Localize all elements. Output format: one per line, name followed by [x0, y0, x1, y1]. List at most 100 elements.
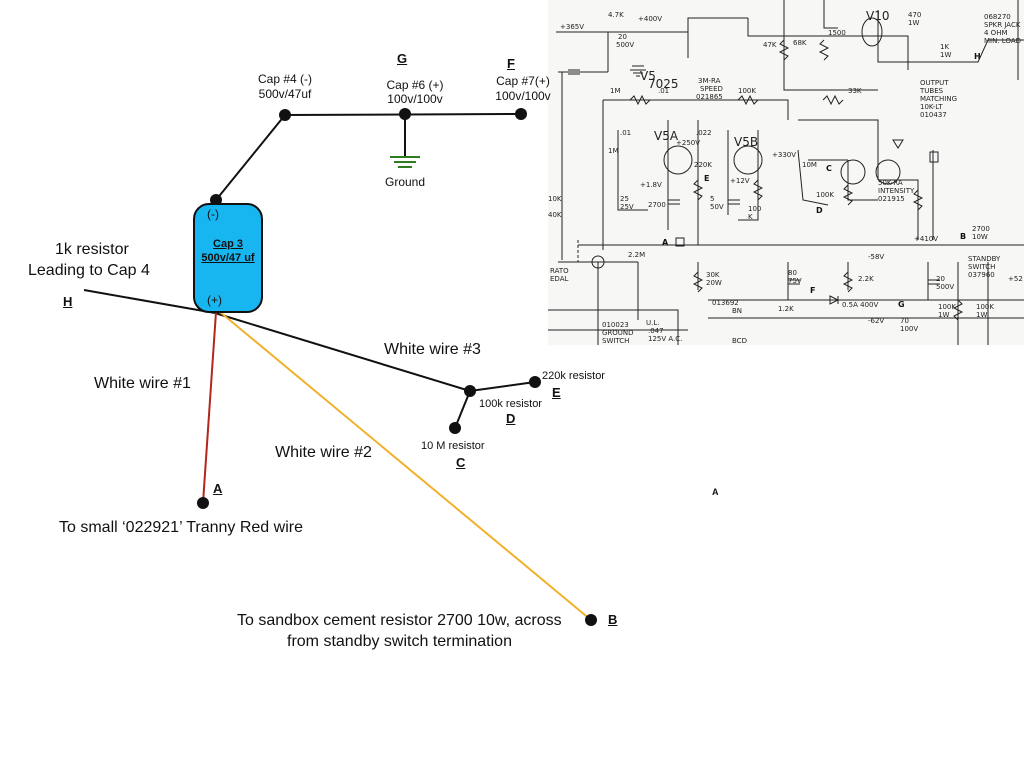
- schematic-label: V5A: [654, 129, 679, 143]
- node-cap6: [399, 108, 411, 120]
- schematic-label: +330V: [772, 151, 797, 159]
- schematic-label: 2700: [972, 225, 990, 233]
- schematic-label: 1W: [908, 19, 920, 27]
- schematic-label: 10M: [802, 161, 817, 169]
- schematic-label: 50K-RA: [878, 179, 903, 187]
- schematic-label: 1W: [940, 51, 952, 59]
- resistor-note-line2: Leading to Cap 4: [28, 262, 150, 279]
- schematic-label: V5B: [734, 135, 759, 149]
- schematic-label: STANDBY: [968, 255, 1001, 263]
- schematic-mark-d: D: [816, 206, 823, 215]
- schematic-label: 100K: [738, 87, 756, 95]
- schematic-label: 1W: [938, 311, 950, 319]
- schematic-label: 70: [900, 317, 909, 325]
- schematic-label: .01: [658, 87, 670, 95]
- schematic-label: 500V: [616, 41, 635, 49]
- white-wire-3: [214, 312, 471, 392]
- schematic-label: +1.8V: [640, 181, 662, 189]
- schematic-label: 2.2M: [628, 251, 646, 259]
- schematic-label: RATO: [550, 267, 569, 275]
- schematic-label: -62V: [868, 317, 885, 325]
- cap3-minus-label: (-): [207, 207, 219, 221]
- cap3-name: Cap 3: [213, 238, 243, 250]
- cap6-name: Cap #6 (+): [386, 78, 444, 92]
- schematic-mark-f: F: [810, 286, 816, 295]
- schematic-label: BCD: [732, 337, 747, 345]
- schematic-label: 25: [620, 195, 629, 203]
- schematic-label: 100K: [816, 191, 834, 199]
- node-220k: [529, 376, 541, 388]
- schematic-label: .022: [696, 129, 712, 137]
- schematic-label: U.L.: [646, 319, 660, 327]
- letter-d: D: [506, 411, 516, 426]
- schematic-label: SWITCH: [968, 263, 996, 271]
- schematic-label: 021865: [696, 93, 723, 101]
- schematic-label: 25V: [620, 203, 634, 211]
- schematic-label: +400V: [638, 15, 663, 23]
- schematic-label: 470: [908, 11, 922, 19]
- schematic-label: K: [748, 213, 753, 221]
- schematic-label: 80: [788, 269, 797, 277]
- schematic-label: 013692: [712, 299, 739, 307]
- schematic-label: 100K: [976, 303, 994, 311]
- schematic-label: MATCHING: [920, 95, 958, 103]
- schematic-label: 1M: [608, 147, 619, 155]
- schematic-label: 4.7K: [608, 11, 624, 19]
- schematic-mark-g: G: [898, 300, 905, 309]
- schematic-mark-a: A: [662, 238, 669, 247]
- schematic-label: 100V: [900, 325, 919, 333]
- node-a: [197, 497, 209, 509]
- schematic-label: SWITCH: [602, 337, 630, 345]
- cap3-rating: 500v/47 uf: [201, 252, 255, 264]
- cap4-rating: 500v/47uf: [258, 87, 312, 101]
- letter-f: F: [507, 56, 515, 71]
- schematic-label: 1500: [828, 29, 846, 37]
- schematic-label: 40K: [548, 211, 562, 219]
- schematic-label: 100K: [938, 303, 956, 311]
- schematic-label: 10K-LT: [920, 103, 943, 111]
- schematic-label: 125V A.C.: [648, 335, 683, 343]
- white-wire-2: [219, 311, 592, 621]
- cap3-capacitor: [193, 203, 263, 313]
- cap4-name: Cap #4 (-): [257, 72, 313, 86]
- resistor-note-line1: 1k resistor: [55, 241, 129, 258]
- schematic-label: V5: [640, 69, 656, 83]
- schematic-label: 021915: [878, 195, 905, 203]
- ground-label: Ground: [384, 175, 426, 189]
- cap7-rating: 100v/100v: [495, 89, 551, 103]
- schematic-label: 30K: [706, 271, 720, 279]
- resistor-1k-wire: [83, 289, 216, 314]
- schematic-label: 2700: [648, 201, 666, 209]
- schematic-label: 20: [618, 33, 627, 41]
- schematic-label: 47K: [763, 41, 777, 49]
- schematic-label: +250V: [676, 139, 701, 147]
- schematic-label: 2.2K: [858, 275, 874, 283]
- destination-b-line2: from standby switch termination: [287, 633, 512, 650]
- node-junction: [464, 385, 476, 397]
- schematic-label: 20: [936, 275, 945, 283]
- letter-h: H: [63, 294, 73, 309]
- schematic-label: EDAL: [550, 275, 569, 283]
- schematic-label: 037960: [968, 271, 995, 279]
- schematic-label: SPEED: [700, 85, 723, 93]
- ground-symbol: [390, 156, 420, 168]
- letter-b: B: [608, 612, 618, 627]
- schematic-label: 10K: [548, 195, 562, 203]
- white-wire-2-label: White wire #2: [275, 444, 372, 461]
- schematic-mark-h: H: [974, 52, 981, 61]
- schematic-mark-b: B: [960, 232, 967, 241]
- schematic-label: 0.5A 400V: [842, 301, 879, 309]
- schematic-label: 5: [710, 195, 715, 203]
- schematic-label: 33K: [848, 87, 862, 95]
- wire-220k: [469, 381, 536, 392]
- schematic-label: OUTPUT: [920, 79, 949, 87]
- schematic-label: .01: [620, 129, 632, 137]
- schematic-label: MIN. LOAD: [984, 37, 1022, 45]
- schematic-label: 10W: [972, 233, 988, 241]
- resistor-10m-label: 10 M resistor: [421, 440, 485, 452]
- letter-g: G: [397, 51, 408, 66]
- schematic-label: +365V: [560, 23, 585, 31]
- schematic-label: +52: [1008, 275, 1023, 283]
- schematic-label: +410V: [914, 235, 939, 243]
